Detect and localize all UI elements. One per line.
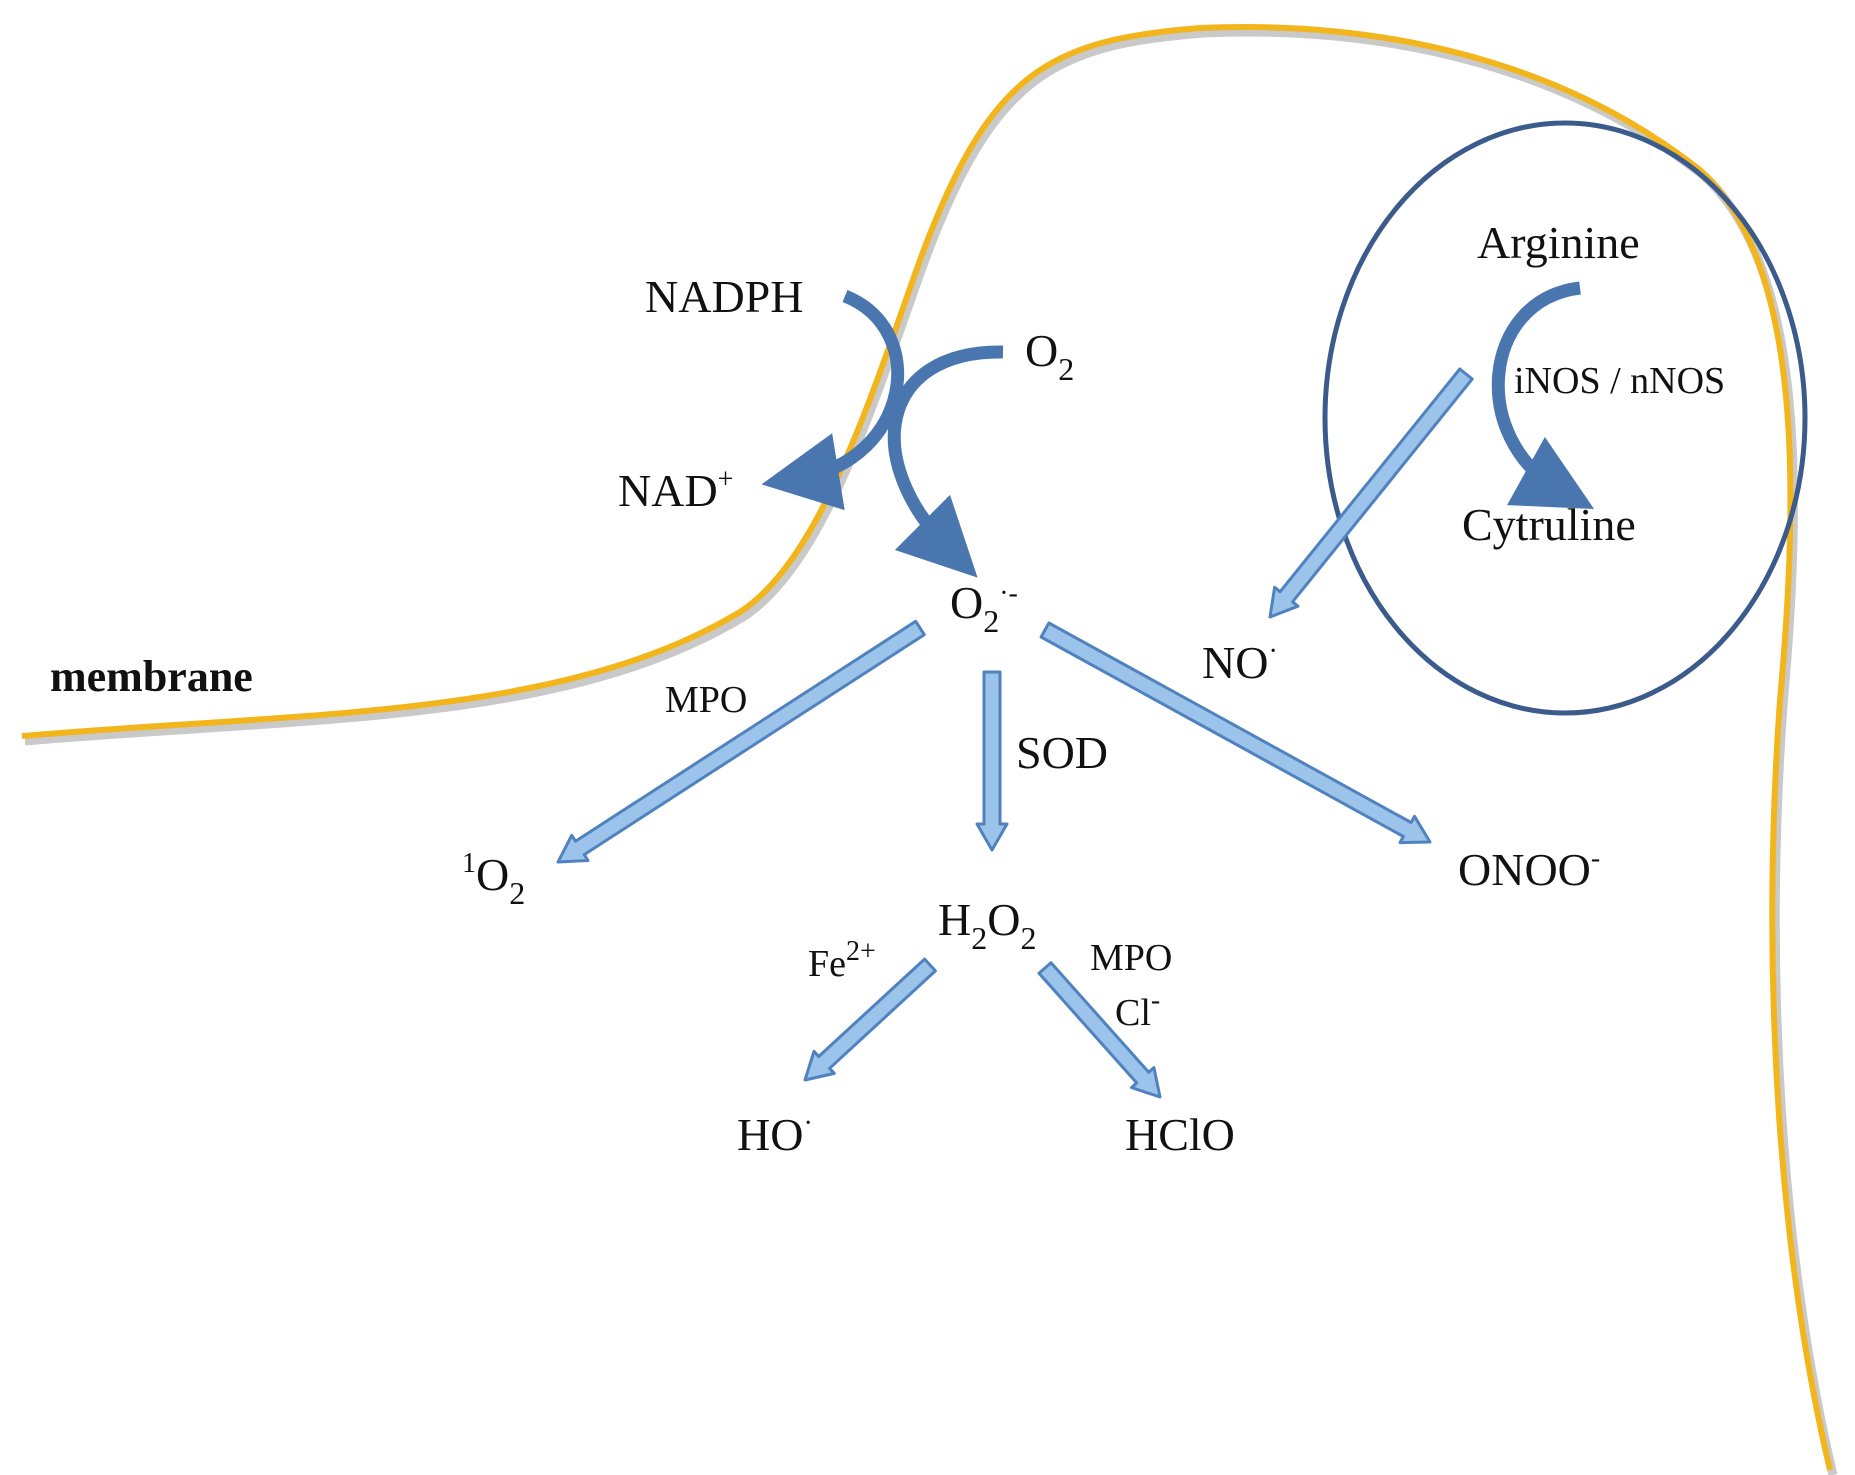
hydrogen-peroxide-label: H2O2 bbox=[938, 894, 1036, 956]
o2-label: O2 bbox=[1025, 325, 1074, 387]
arginine-label: Arginine bbox=[1477, 217, 1640, 268]
membrane-line bbox=[21, 24, 1833, 1471]
nadph-label: NADPH bbox=[645, 271, 803, 322]
o2-to-superoxide-arrow bbox=[887, 345, 1004, 578]
peroxynitrite-label: ONOO- bbox=[1458, 843, 1600, 895]
superoxide-to-h2o2-arrow bbox=[975, 670, 1009, 852]
hypochlorous-acid-label: HClO bbox=[1125, 1109, 1235, 1160]
superoxide-to-singlet-oxygen-arrow bbox=[556, 619, 926, 864]
membrane-shadow bbox=[24, 27, 1838, 1475]
nitric-oxide-label: NO· bbox=[1202, 636, 1278, 688]
cytruline-label: Cytruline bbox=[1462, 499, 1636, 550]
singlet-oxygen-label: 1O2 bbox=[462, 848, 525, 911]
nos-to-nitric-oxide-arrow bbox=[1268, 367, 1474, 619]
h2o2-to-hypochlorous-arrow bbox=[1037, 961, 1162, 1099]
superoxide-to-peroxynitrite-arrow bbox=[1039, 621, 1432, 845]
membrane-label: membrane bbox=[50, 652, 253, 701]
membrane bbox=[21, 24, 1838, 1475]
nos-compartment-circle bbox=[1322, 120, 1808, 716]
nos-enzyme-label: iNOS / nNOS bbox=[1514, 360, 1725, 402]
superoxide-label: O2·- bbox=[950, 577, 1018, 639]
mpo-label-right: MPO bbox=[1090, 937, 1172, 979]
hydroxyl-radical-label: HO· bbox=[737, 1108, 813, 1160]
h2o2-to-hydroxyl-arrow bbox=[803, 957, 937, 1082]
sod-label: SOD bbox=[1016, 727, 1108, 778]
reaction-arrows bbox=[556, 367, 1474, 1099]
mpo-label-left: MPO bbox=[665, 679, 747, 721]
iron-label: Fe2+ bbox=[808, 936, 876, 985]
chloride-label: Cl- bbox=[1115, 985, 1160, 1034]
nadph-to-nad-arrow bbox=[761, 289, 905, 511]
nad-plus-label: NAD+ bbox=[618, 464, 733, 516]
arginine-to-cytruline-arrow bbox=[1491, 281, 1595, 509]
